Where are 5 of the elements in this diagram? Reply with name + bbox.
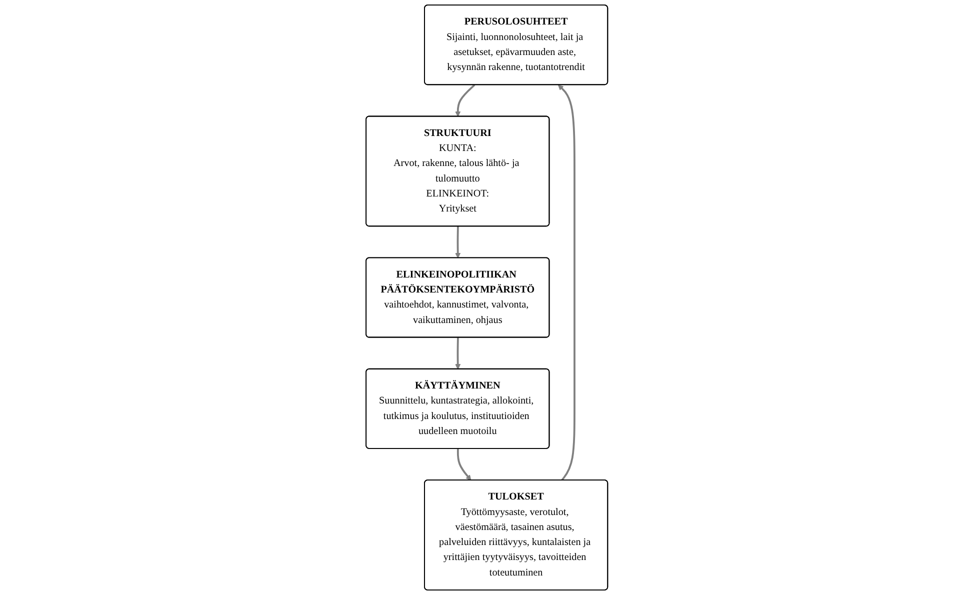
- arrow: [456, 448, 471, 481]
- arrow: [454, 338, 460, 370]
- arrow: [558, 84, 576, 481]
- arrow: [454, 226, 460, 258]
- arrow: [454, 84, 475, 117]
